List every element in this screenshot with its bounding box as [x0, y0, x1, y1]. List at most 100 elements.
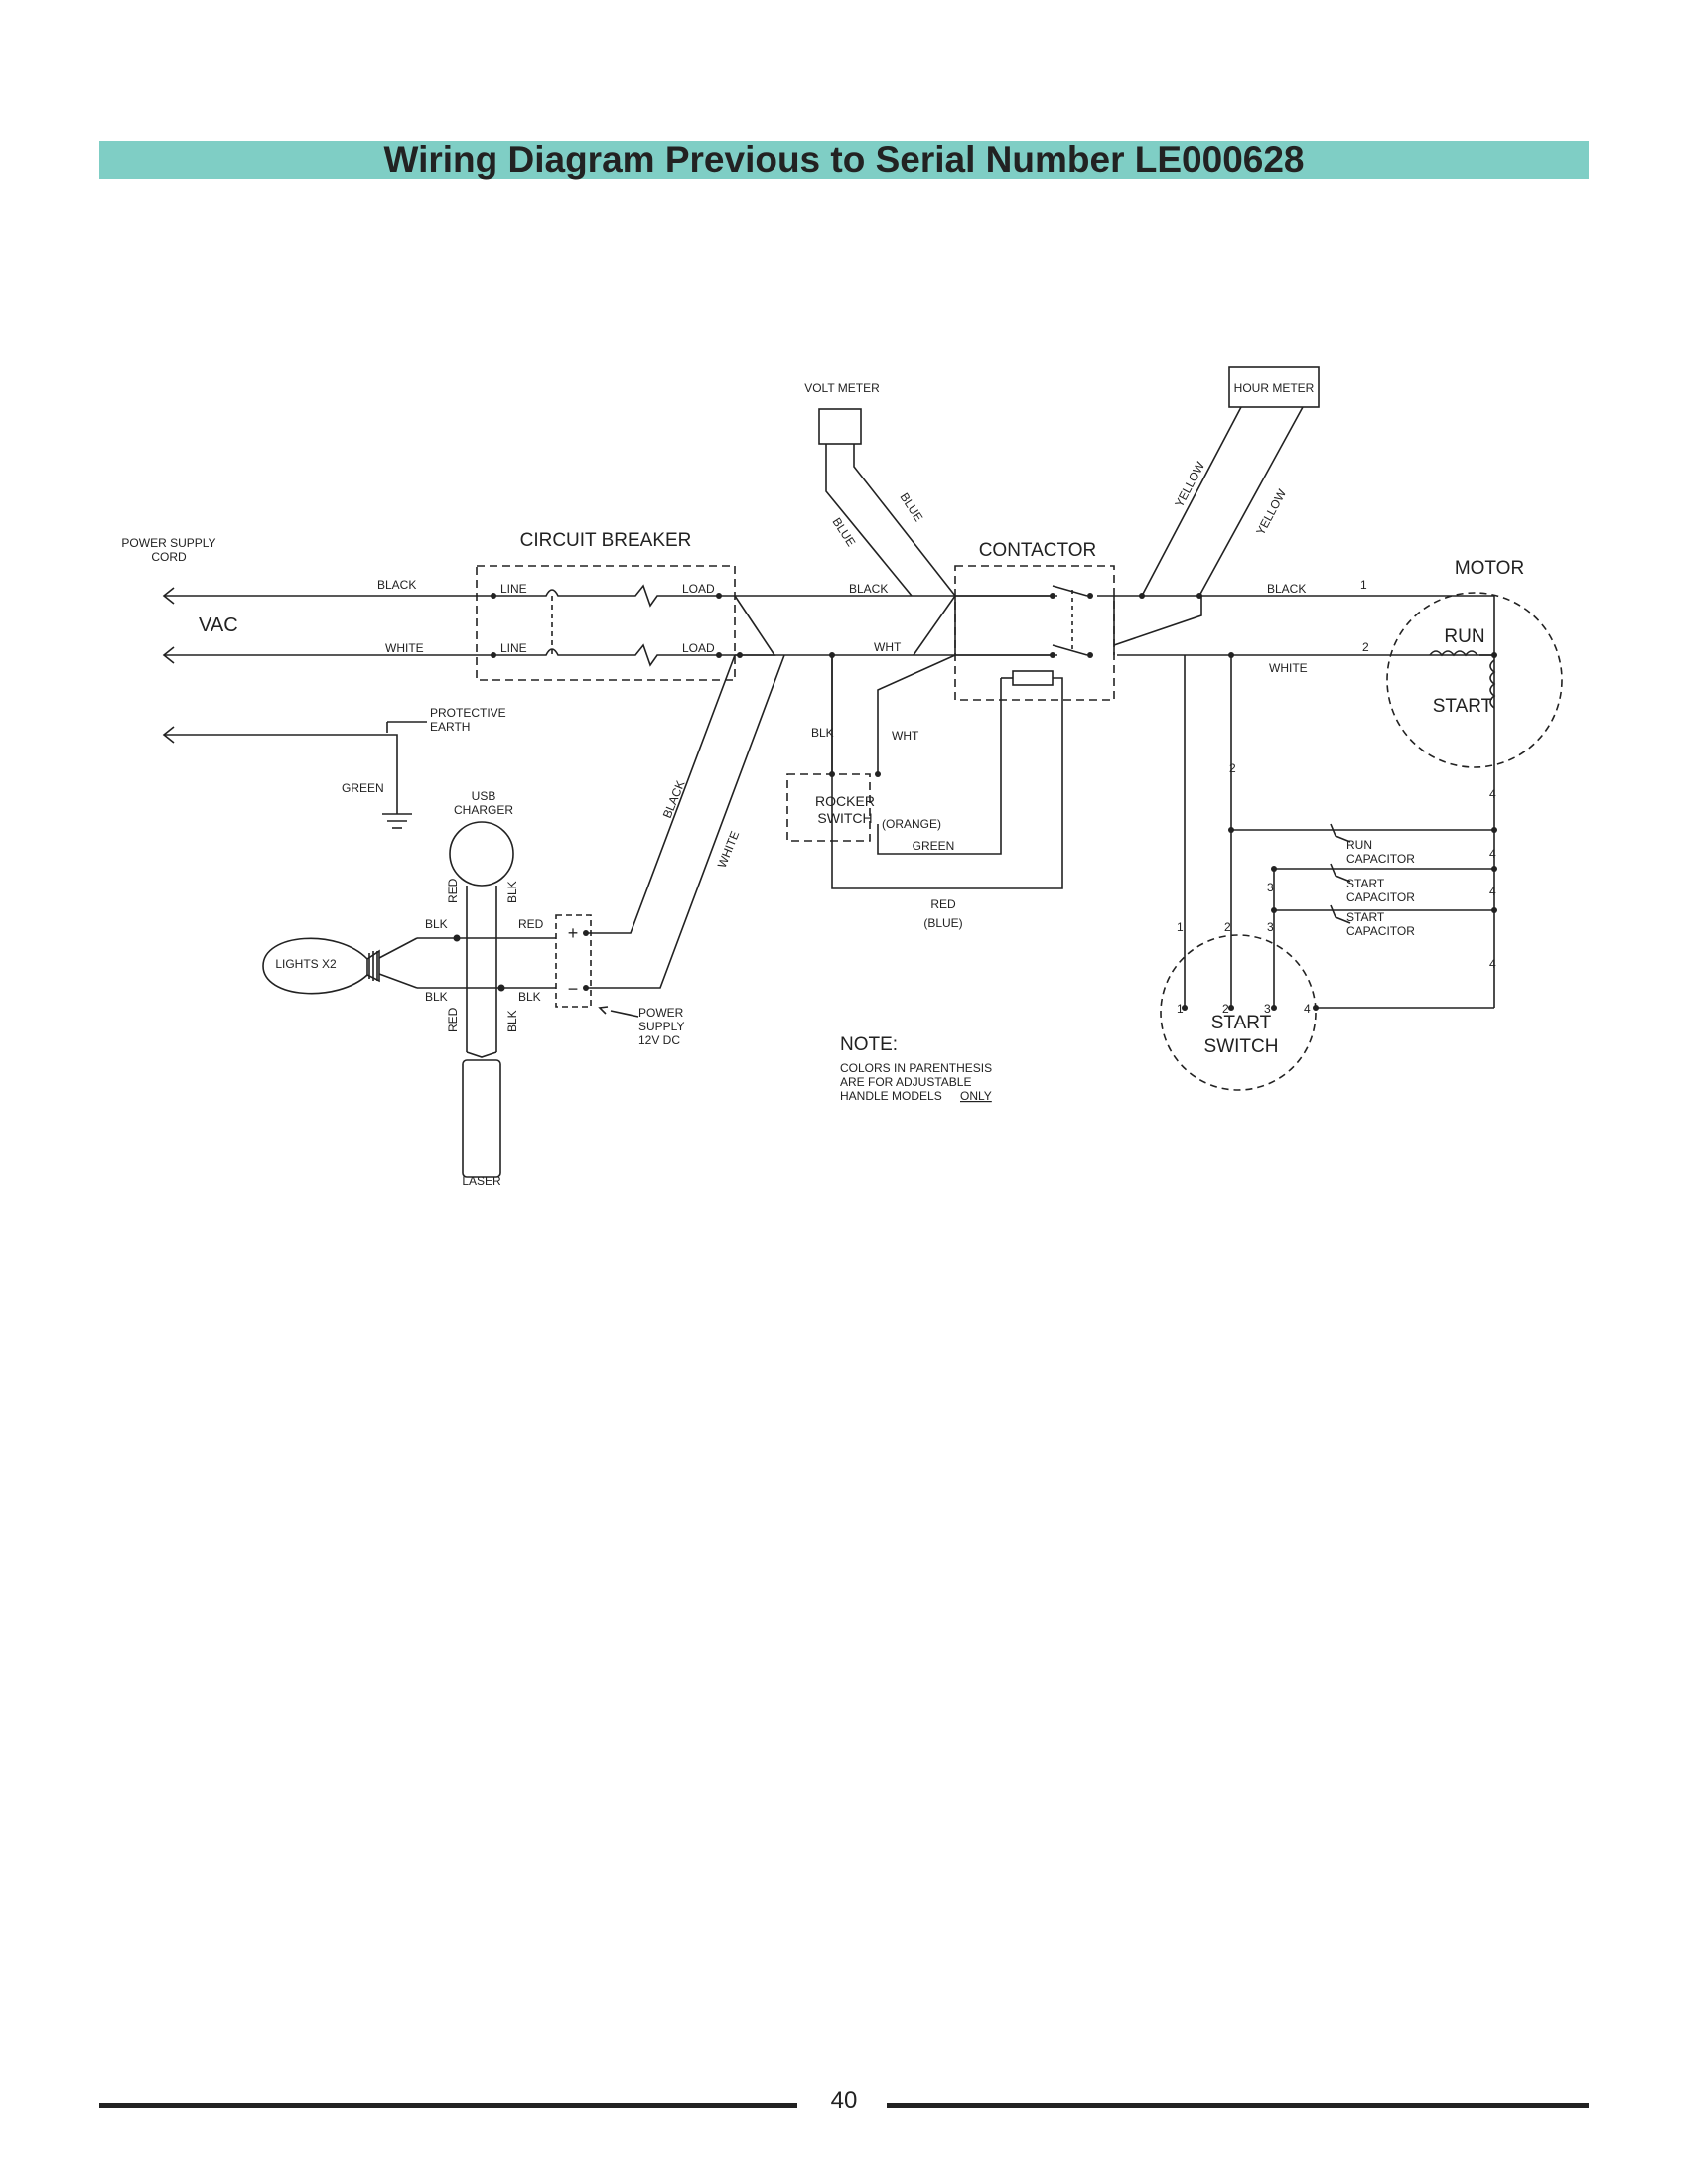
breaker-line2: [492, 643, 715, 667]
power-supply-box: [555, 914, 592, 1008]
label-yellow-2: YELLOW: [1253, 486, 1289, 537]
num-1a: 1: [1360, 578, 1367, 592]
label-start-cap-a-1: START: [1346, 877, 1385, 890]
label-psu-2: SUPPLY: [638, 1020, 684, 1033]
label-orange: (ORANGE): [882, 817, 941, 831]
label-white-diagonal: WHITE: [715, 829, 742, 870]
label-usb: USB: [472, 789, 496, 803]
black-diagonal-wire: [586, 654, 736, 934]
label-load-2: LOAD: [682, 641, 715, 655]
start-capacitor-a: [1330, 863, 1351, 883]
label-vac: VAC: [199, 614, 238, 636]
rocker-switch-box: [786, 773, 871, 842]
laser: [462, 1059, 501, 1178]
breaker-line1: [492, 584, 715, 608]
page-number: 40: [830, 2087, 858, 2114]
label-blk-l1: BLK: [425, 917, 448, 931]
label-white-2: WHITE: [1269, 661, 1308, 675]
label-black-2: BLACK: [849, 582, 888, 596]
label-green-1: GREEN: [342, 781, 384, 795]
arrow-white: [162, 646, 175, 664]
label-load-1: LOAD: [682, 582, 715, 596]
label-blue-2: BLUE: [829, 515, 858, 549]
label-line-1: LINE: [500, 582, 527, 596]
label-run-cap-1: RUN: [1346, 838, 1372, 852]
label-line-2: LINE: [500, 641, 527, 655]
num-4c: 4: [1489, 885, 1496, 898]
volt-meter-box: [818, 408, 862, 445]
label-red-v1: RED: [446, 878, 460, 903]
label-note-1: COLORS IN PARENTHESIS: [840, 1061, 992, 1075]
label-run-cap-2: CAPACITOR: [1346, 852, 1415, 866]
label-minus: −: [568, 979, 579, 999]
label-run: RUN: [1444, 626, 1484, 647]
label-yellow-1: YELLOW: [1172, 459, 1207, 509]
light-bulb: [262, 937, 368, 995]
label-charger: CHARGER: [454, 803, 513, 817]
label-blue-paren: (BLUE): [923, 916, 962, 930]
label-blk-l3: BLK: [518, 990, 541, 1004]
green-ground-wire: [164, 734, 398, 814]
label-blk-l2: BLK: [425, 990, 448, 1004]
num-1c: 1: [1177, 1002, 1184, 1016]
label-white-1: WHITE: [385, 641, 424, 655]
label-circuit-breaker: CIRCUIT BREAKER: [520, 530, 692, 551]
arrow-black: [162, 587, 175, 605]
motor-circle: [1386, 592, 1563, 768]
circuit-breaker-box: [476, 565, 736, 681]
label-green-2: GREEN: [913, 839, 955, 853]
label-wht-1: WHT: [874, 640, 902, 654]
hour-meter-box: [1228, 366, 1320, 408]
num-2d: 2: [1222, 1002, 1229, 1016]
run-capacitor: [1330, 823, 1351, 843]
label-blue-1: BLUE: [897, 490, 925, 524]
arrow-green: [162, 726, 175, 744]
label-note-4: ONLY: [960, 1089, 992, 1103]
label-rocker: ROCKER: [815, 793, 875, 809]
num-2b: 2: [1229, 761, 1236, 775]
label-lights: LIGHTS X2: [275, 957, 337, 971]
label-note-2: ARE FOR ADJUSTABLE: [840, 1075, 971, 1089]
label-psu-1: POWER: [638, 1006, 684, 1020]
label-earth: EARTH: [430, 720, 470, 734]
num-4e: 4: [1304, 1002, 1311, 1016]
label-black-1: BLACK: [377, 578, 416, 592]
label-note: NOTE:: [840, 1034, 898, 1055]
label-psu-3: 12V DC: [638, 1033, 680, 1047]
label-black-3: BLACK: [1267, 582, 1306, 596]
label-switch: SWITCH: [817, 810, 872, 826]
start-switch-circle: [1160, 934, 1317, 1091]
label-start-cap-b-2: CAPACITOR: [1346, 924, 1415, 938]
label-hour-meter: HOUR METER: [1234, 381, 1315, 395]
label-laser: LASER: [462, 1174, 501, 1188]
footer-rule-left: [99, 2103, 797, 2108]
num-4b: 4: [1489, 847, 1496, 861]
label-note-3: HANDLE MODELS: [840, 1089, 942, 1103]
white-diagonal-wire: [586, 654, 785, 989]
contactor-coil: [1012, 670, 1054, 686]
contactor-switch2: [1052, 644, 1088, 656]
label-start: START: [1433, 696, 1493, 717]
contactor-switch1: [1052, 585, 1088, 597]
label-start-cap-b-1: START: [1346, 910, 1385, 924]
label-wht-2: WHT: [892, 729, 919, 743]
contactor-box: [954, 565, 1115, 701]
footer-rule-right: [887, 2103, 1589, 2108]
label-protective: PROTECTIVE: [430, 706, 506, 720]
num-3c: 3: [1264, 1002, 1271, 1016]
num-4d: 4: [1489, 957, 1496, 971]
title-bar: Wiring Diagram Previous to Serial Number…: [99, 141, 1589, 179]
label-red-1: RED: [930, 897, 956, 911]
label-cord: CORD: [151, 550, 187, 564]
label-blk-v1: BLK: [505, 881, 519, 903]
num-2c: 2: [1224, 920, 1231, 934]
num-1b: 1: [1177, 920, 1184, 934]
run-winding: [1429, 650, 1478, 657]
num-2a: 2: [1362, 640, 1369, 654]
label-red-v2: RED: [446, 1007, 460, 1032]
num-3b: 3: [1267, 920, 1274, 934]
label-power-supply: POWER SUPPLY: [121, 536, 215, 550]
label-black-diagonal: BLACK: [660, 778, 688, 820]
label-red-l: RED: [518, 917, 544, 931]
